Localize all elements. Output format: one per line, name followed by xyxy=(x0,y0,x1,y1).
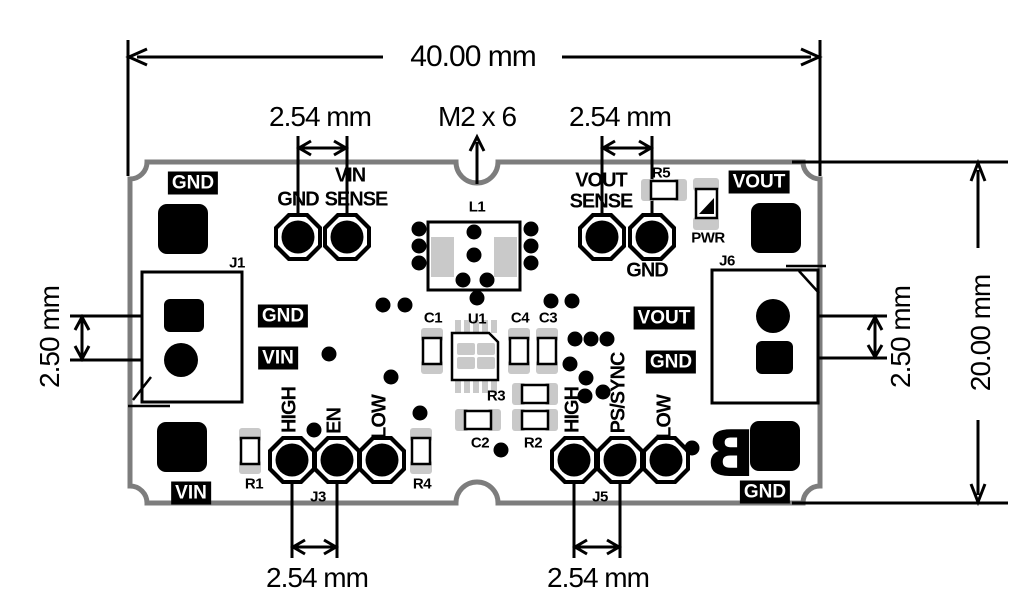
ref-c4: C4 xyxy=(510,309,530,327)
pin-label-en: EN xyxy=(323,408,346,434)
ref-r4: R4 xyxy=(412,475,432,493)
net-label-vout-mid-right: VOUT xyxy=(633,306,695,330)
ref-u1: U1 xyxy=(467,310,487,328)
pin-label-vout: VOUT xyxy=(575,169,628,192)
net-label-vin-bottom-left: VIN xyxy=(171,481,211,505)
pin-label-vin: VIN xyxy=(334,164,366,187)
pad-gnd-bottom-right xyxy=(750,421,800,471)
net-label-vin-mid-left: VIN xyxy=(258,346,298,370)
net-label-gnd-top-left: GND xyxy=(167,171,219,195)
dim-pitch-top-right-label: 2.54 mm xyxy=(569,101,672,132)
pin-label-high-right: HIGH xyxy=(561,387,584,433)
ref-j5: J5 xyxy=(592,488,608,506)
component-r5 xyxy=(639,177,689,203)
ref-c1: C1 xyxy=(423,309,443,327)
ref-j6: J6 xyxy=(719,252,735,270)
net-label-gnd-mid-right: GND xyxy=(645,350,697,374)
net-label-gnd-bottom-right: GND xyxy=(739,480,791,504)
pin-label-low-left: LOW xyxy=(368,395,391,439)
svg-text:B: B xyxy=(706,418,755,492)
component-r1 xyxy=(237,426,263,476)
dim-board-width-label: 40.00 mm xyxy=(410,40,536,73)
component-u1 xyxy=(450,320,500,393)
component-pwr-led xyxy=(693,178,719,230)
pin-label-low-right: LOW xyxy=(653,395,676,439)
ref-c2: C2 xyxy=(470,434,490,452)
dim-pitch-top-left-label: 2.54 mm xyxy=(269,101,372,132)
ref-r3: R3 xyxy=(486,387,506,405)
ref-r2: R2 xyxy=(523,434,543,452)
component-r3 xyxy=(510,381,560,407)
pad-gnd-top-left xyxy=(158,204,208,254)
logo-b-icon: B xyxy=(684,418,755,492)
dim-row-spacing-right-label: 2.50 mm xyxy=(885,286,916,388)
connector-j1 xyxy=(128,270,244,408)
pin-label-gnd-top-right: GND xyxy=(626,259,668,282)
component-r2 xyxy=(510,407,560,433)
ref-j3: J3 xyxy=(310,488,326,506)
connector-j6 xyxy=(710,264,826,405)
ref-l1: L1 xyxy=(468,198,486,216)
pin-label-high-left: HIGH xyxy=(278,387,301,433)
pin-label-ps-sync: PS/SYNC xyxy=(607,352,630,434)
ref-r5: R5 xyxy=(651,164,671,182)
dim-pitch-bottom-right-label: 2.54 mm xyxy=(547,562,650,593)
dim-board-height-label: 20.00 mm xyxy=(965,274,996,392)
pin-label-vout-sense: SENSE xyxy=(569,190,634,213)
net-label-gnd-mid-left: GND xyxy=(257,304,309,328)
ref-pwr: PWR xyxy=(691,229,725,247)
dim-pitch-bottom-left-label: 2.54 mm xyxy=(266,562,369,593)
dim-row-spacing-left-label: 2.50 mm xyxy=(34,286,65,388)
dim-mounting-label: M2 x 6 xyxy=(437,101,517,132)
component-r4 xyxy=(408,426,434,476)
ref-j1: J1 xyxy=(229,254,245,272)
component-c1 xyxy=(419,326,445,376)
pad-vout-top-right xyxy=(751,203,801,253)
component-c3 xyxy=(534,326,560,376)
component-c4 xyxy=(506,326,532,376)
net-label-vout-top-right: VOUT xyxy=(728,170,790,194)
ref-r1: R1 xyxy=(244,475,264,493)
component-c2 xyxy=(453,407,503,433)
pad-vin-bottom-left xyxy=(157,422,207,472)
pin-label-vin-sense: SENSE xyxy=(324,188,389,211)
pin-label-gnd-top-left: GND xyxy=(277,188,319,211)
ref-c3: C3 xyxy=(538,309,558,327)
